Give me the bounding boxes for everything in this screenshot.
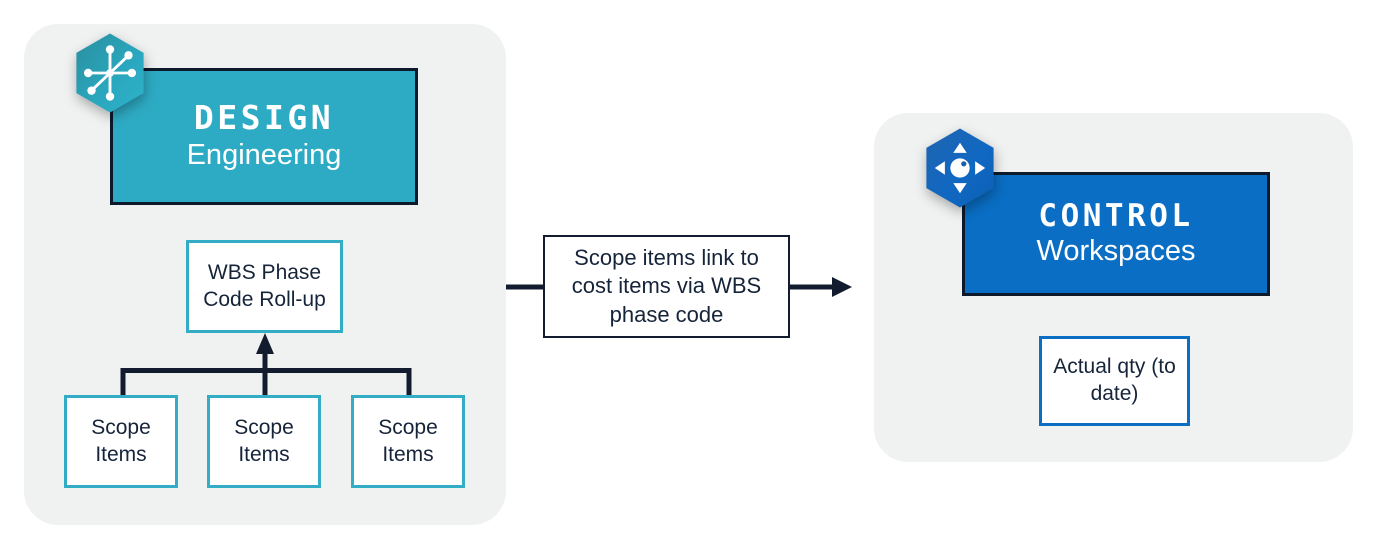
control-title: CONTROL [1038,197,1194,234]
actual-qty-box: Actual qty (to date) [1039,336,1190,426]
design-title: DESIGN [193,98,335,137]
design-subtitle: Engineering [186,138,342,171]
scope-items-box-1: Scope Items [64,395,178,488]
node-graph-hexagon-icon [76,33,144,113]
control-hero-card: CONTROL Workspaces [962,172,1270,296]
wbs-phase-code-rollup-box: WBS Phase Code Roll-up [186,240,343,333]
control-subtitle: Workspaces [1036,235,1196,268]
dpad-hexagon-icon [926,128,994,208]
design-to-control-arrowhead [832,277,852,297]
scope-items-box-3: Scope Items [351,395,465,488]
scope-items-box-2: Scope Items [207,395,321,488]
link-description-box: Scope items link to cost items via WBS p… [543,235,790,338]
design-hero-card: DESIGN Engineering [110,68,418,205]
